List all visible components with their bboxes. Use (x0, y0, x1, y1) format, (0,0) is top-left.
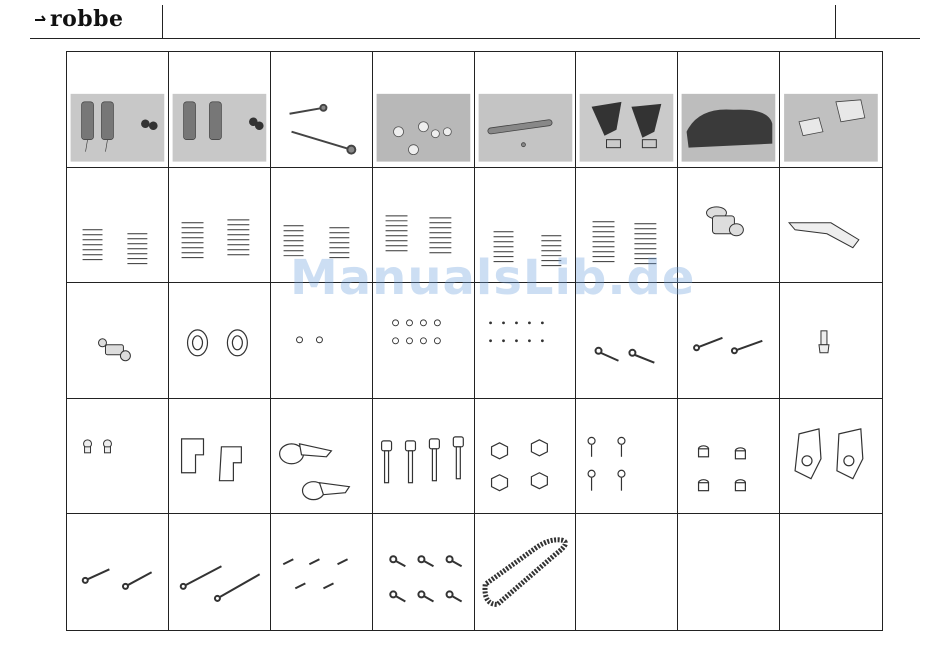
hinge-pin-icon (694, 338, 762, 353)
header-divider-left (162, 5, 163, 38)
parts-cell-steering-link (475, 52, 577, 168)
parts-cell-small-rings (373, 283, 475, 399)
hinge-pin-icon (83, 570, 152, 590)
logo-text: robbe (50, 6, 124, 32)
parts-grid (66, 51, 883, 631)
set-screw-icon (588, 437, 625, 490)
parts-cell-shock-set-1 (67, 52, 169, 168)
parts-cell-springs-3 (271, 168, 373, 284)
parts-cell-springs-4 (373, 168, 475, 284)
washer-icon (187, 330, 247, 356)
page-header: robbe (0, 0, 950, 40)
ball-end-icon (84, 440, 112, 453)
ring-icon (392, 320, 440, 344)
post-icon (819, 331, 829, 353)
parts-cell-shock-set-2 (169, 52, 271, 168)
parts-cell-nuts (271, 283, 373, 399)
parts-cell-hinge-pins (678, 283, 780, 399)
parts-cell-bumper-foam (678, 52, 780, 168)
parts-cell-long-pins-2 (169, 514, 271, 630)
parts-cell-springs-5 (475, 168, 577, 284)
lock-nut-icon (491, 440, 547, 491)
parts-cell-c-hubs (169, 399, 271, 515)
parts-cell-ball-ends (67, 399, 169, 515)
parts-cell-empty-2 (678, 514, 780, 630)
drive-shaft-icon (289, 105, 355, 154)
hub-carrier-icon (795, 429, 863, 479)
spring-icon (83, 229, 148, 263)
header-divider-right (835, 5, 836, 38)
adapter-icon (707, 206, 744, 235)
parts-cell-hub-carriers-photo (780, 52, 882, 168)
header-rule (30, 38, 920, 39)
parts-cell-small-balls (475, 283, 577, 399)
ball-icon (489, 322, 544, 343)
parts-cell-empty-1 (576, 514, 678, 630)
parts-cell-hardware-photo (373, 52, 475, 168)
parts-cell-washers (169, 283, 271, 399)
hinge-pin-icon (181, 567, 260, 602)
ball-stud-icon (99, 339, 131, 361)
screw-icon (596, 348, 655, 363)
parts-cell-wing-mount (576, 52, 678, 168)
robbe-logo: robbe (34, 5, 124, 33)
knuckle-icon (279, 444, 349, 500)
parts-cell-springs-2 (169, 168, 271, 284)
spring-icon (283, 225, 349, 257)
parts-cell-steering-knuckles (271, 399, 373, 515)
c-hub-icon (181, 439, 241, 481)
bushing-icon (699, 446, 746, 491)
parts-cell-screws (576, 283, 678, 399)
parts-cell-bushings (678, 399, 780, 515)
parts-cell-post (780, 283, 882, 399)
parts-cell-empty-3 (780, 514, 882, 630)
spring-icon (493, 231, 561, 265)
parts-cell-long-pins-1 (67, 514, 169, 630)
logo-mark-icon (34, 12, 48, 26)
parts-cell-rear-hub-carriers (780, 399, 882, 515)
parts-cell-springs-1 (67, 168, 169, 284)
nut-icon (296, 337, 322, 343)
shoulder-screw-icon (381, 437, 463, 483)
parts-cell-short-pins (271, 514, 373, 630)
parts-cell-cap-screws (373, 514, 475, 630)
parts-cell-shouldered-screws (373, 399, 475, 515)
parts-cell-bumper-plate (780, 168, 882, 284)
parts-cell-lock-nuts (475, 399, 577, 515)
parts-cell-set-screws (576, 399, 678, 515)
parts-cell-drive-belt (475, 514, 577, 630)
parts-cell-drive-shafts (271, 52, 373, 168)
parts-cell-ball-stud (67, 283, 169, 399)
bumper-plate-icon (789, 222, 859, 247)
parts-cell-springs-6 (576, 168, 678, 284)
spring-icon (593, 221, 657, 263)
pin-icon (283, 560, 347, 589)
cap-screw-icon (390, 557, 461, 602)
spring-icon (181, 219, 249, 257)
spring-icon (385, 215, 451, 252)
drive-belt-icon (484, 540, 565, 605)
parts-cell-slipper-adapter (678, 168, 780, 284)
